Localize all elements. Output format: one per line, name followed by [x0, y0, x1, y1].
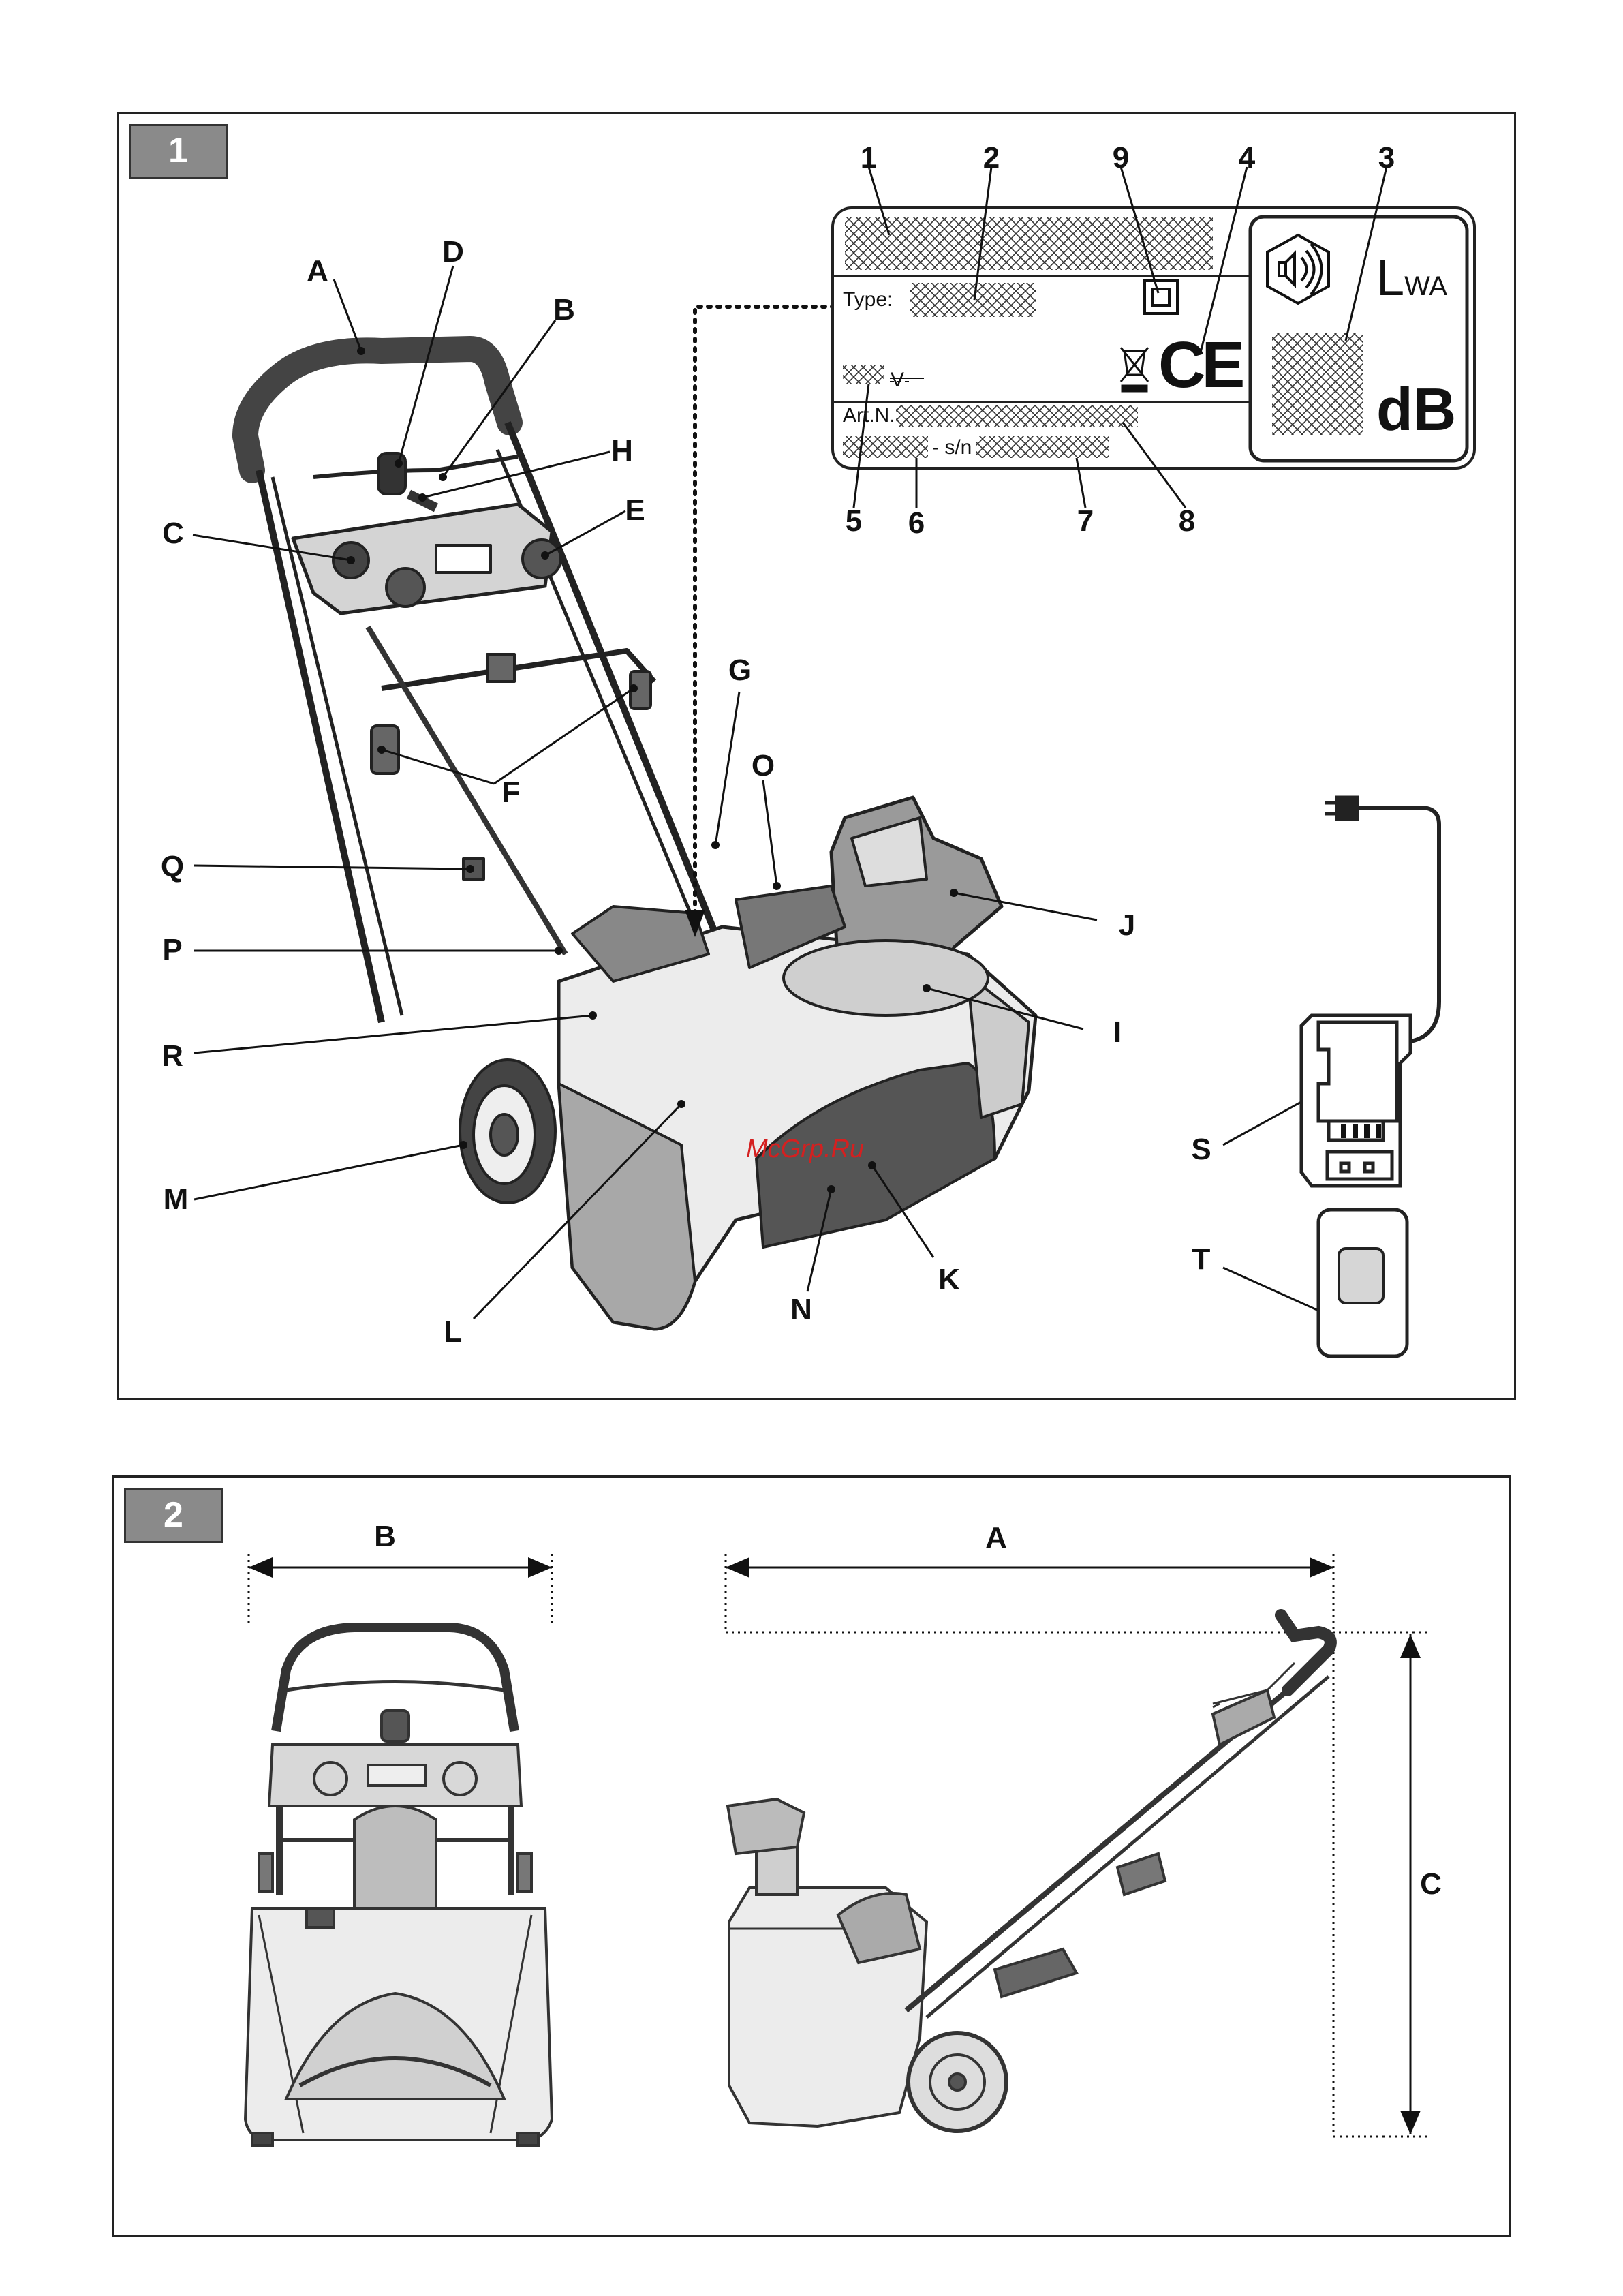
part-label-n: N	[790, 1295, 812, 1325]
part-label-d: D	[442, 237, 464, 267]
plate-art-label: Art.N.	[843, 405, 895, 426]
plate-callout-4: 4	[1239, 143, 1255, 173]
plate-callout-3: 3	[1378, 143, 1395, 173]
plate-callout-9: 9	[1113, 143, 1129, 173]
plate-location-line	[695, 307, 835, 920]
power-cord	[1352, 808, 1439, 1043]
part-label-h: H	[611, 436, 633, 466]
side-view-illustration	[728, 1615, 1331, 2131]
part-label-o: O	[752, 751, 775, 781]
part-label-f: F	[502, 778, 521, 808]
plate-voltage-label: V	[891, 370, 904, 391]
wheel	[460, 1060, 555, 1203]
plate-callout-1: 1	[861, 143, 877, 173]
handle-grip	[245, 349, 510, 470]
part-label-k: K	[938, 1265, 960, 1295]
front-view-illustration	[245, 1627, 552, 2145]
part-label-p: P	[162, 935, 182, 965]
part-label-e: E	[625, 495, 645, 525]
plate-callout-8: 8	[1179, 506, 1195, 536]
plate-type-label: Type:	[843, 290, 893, 310]
dimension-label-b: B	[374, 1522, 396, 1552]
part-label-c: C	[162, 519, 184, 549]
dimension-label-a: A	[985, 1523, 1007, 1553]
part-label-s: S	[1191, 1135, 1211, 1165]
part-label-r: R	[161, 1041, 183, 1071]
part-label-b: B	[553, 295, 575, 325]
part-label-a: A	[307, 256, 328, 286]
part-label-m: M	[164, 1184, 189, 1214]
plate-serial-label: - s/n	[932, 438, 972, 458]
part-label-i: I	[1113, 1017, 1122, 1047]
watermark: McGrp.Ru	[746, 1135, 864, 1164]
plate-callout-2: 2	[983, 143, 1000, 173]
part-label-j: J	[1119, 910, 1135, 940]
charger-and-battery	[1301, 797, 1439, 1356]
ce-mark: CE	[1158, 333, 1241, 398]
plate-callout-5: 5	[846, 506, 862, 536]
part-label-t: T	[1192, 1244, 1211, 1274]
plate-callout-7: 7	[1077, 506, 1094, 536]
dimension-label-c: C	[1420, 1869, 1442, 1899]
part-label-l: L	[444, 1317, 463, 1347]
part-label-q: Q	[161, 852, 184, 882]
part-label-g: G	[728, 656, 752, 686]
plate-callout-6: 6	[908, 508, 925, 538]
sound-unit-label: dB	[1376, 375, 1456, 444]
sound-power-label: LWA	[1376, 249, 1447, 307]
